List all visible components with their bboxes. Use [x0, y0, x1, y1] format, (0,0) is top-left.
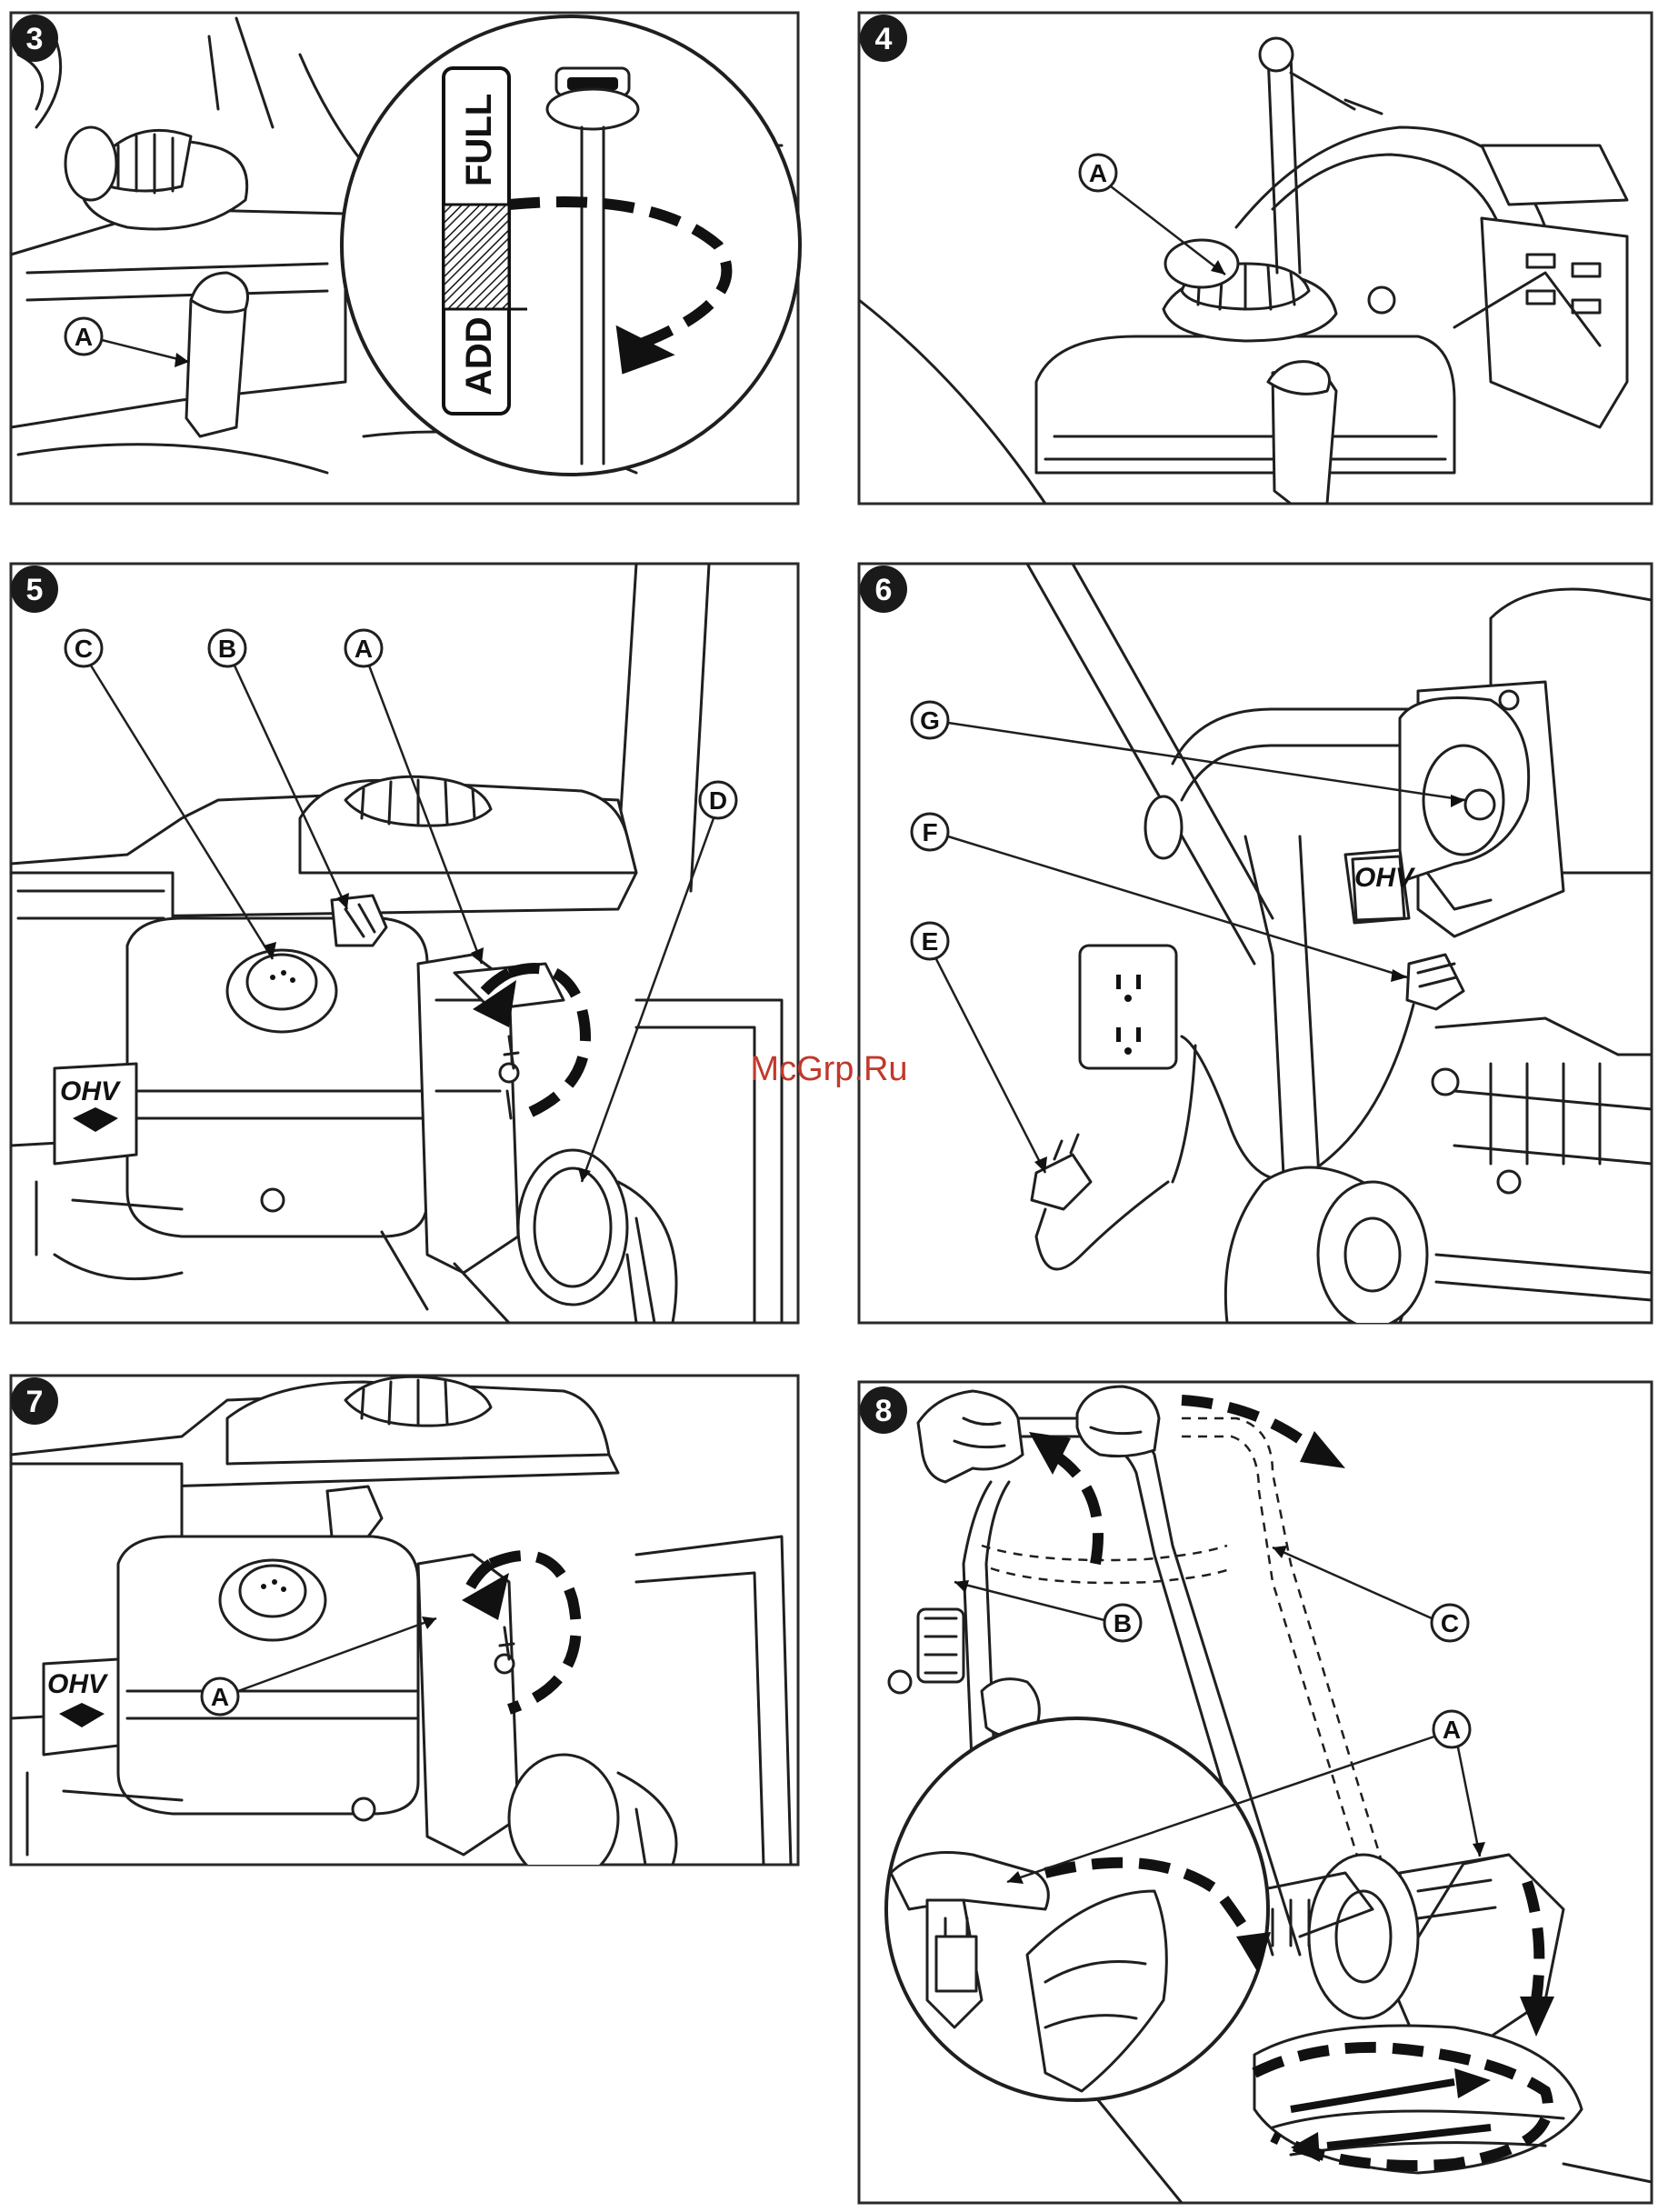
svg-text:E: E: [922, 927, 939, 956]
panel-8-callout-c: C: [1432, 1605, 1468, 1641]
dipstick-magnifier: FULL ADD: [342, 16, 800, 475]
svg-text:C: C: [75, 635, 93, 663]
add-mark-label: ADD: [459, 316, 499, 395]
svg-text:G: G: [920, 706, 940, 735]
svg-text:4: 4: [875, 22, 893, 56]
panel-7-callout-a: A: [202, 1678, 238, 1715]
panel-6-callout-e: E: [912, 923, 948, 959]
panel-8-callout-b: B: [1104, 1605, 1141, 1641]
full-mark-label: FULL: [459, 94, 499, 186]
watermark-text: McGrp.Ru: [750, 1050, 907, 1088]
svg-text:A: A: [75, 323, 93, 351]
svg-text:A: A: [1089, 159, 1107, 187]
panel-7: OHV 7 A: [11, 1376, 798, 1882]
panel-5-number-badge: 5: [11, 566, 58, 613]
panel-6: OHV 6: [859, 564, 1652, 1327]
svg-text:A: A: [1443, 1716, 1461, 1744]
panel-6-number-badge: 6: [860, 566, 907, 613]
panel-7-ohv-logo: OHV: [44, 1659, 118, 1755]
svg-text:6: 6: [875, 573, 893, 607]
svg-text:OHV: OHV: [47, 1669, 109, 1699]
svg-text:B: B: [1114, 1609, 1132, 1637]
panel-4-callout-a: A: [1080, 155, 1116, 191]
panel-6-callout-g: G: [912, 702, 948, 738]
panel-8-callout-a: A: [1433, 1711, 1470, 1747]
chute-detail-magnifier: [886, 1718, 1271, 2100]
panel-8: 8 B C A: [859, 1382, 1652, 2203]
svg-text:F: F: [922, 818, 937, 846]
panel-3-number-badge: 3: [11, 15, 58, 62]
panel-5-ohv-logo: OHV: [55, 1064, 136, 1164]
panel-3-callout-a: A: [65, 318, 102, 355]
panel-3: FULL ADD 3 A: [11, 13, 800, 504]
svg-text:5: 5: [26, 573, 44, 607]
panel-5-callout-c: C: [65, 630, 102, 666]
panel-4-number-badge: 4: [860, 15, 907, 62]
panel-4: 4 A: [859, 13, 1652, 504]
svg-text:D: D: [709, 786, 727, 815]
starter-button: [1465, 790, 1494, 819]
svg-text:B: B: [218, 635, 236, 663]
panel-6-callout-f: F: [912, 814, 948, 850]
svg-text:7: 7: [26, 1385, 44, 1419]
dipstick-safe-zone: [444, 205, 509, 309]
svg-text:C: C: [1441, 1609, 1459, 1637]
svg-text:3: 3: [26, 22, 44, 56]
panel-5-callout-b: B: [209, 630, 245, 666]
panel-5-callout-a: A: [345, 630, 382, 666]
svg-text:OHV: OHV: [1354, 863, 1416, 893]
svg-text:A: A: [211, 1683, 229, 1711]
ohv-logo-text: OHV: [60, 1076, 122, 1106]
panel-5: OHV 5 C B A D: [11, 564, 798, 1323]
panel-8-number-badge: 8: [860, 1386, 907, 1434]
svg-text:8: 8: [875, 1394, 893, 1428]
panel-5-callout-d: D: [700, 782, 736, 818]
wall-outlet: [1080, 946, 1176, 1068]
svg-text:A: A: [355, 635, 373, 663]
panel-7-number-badge: 7: [11, 1377, 58, 1425]
